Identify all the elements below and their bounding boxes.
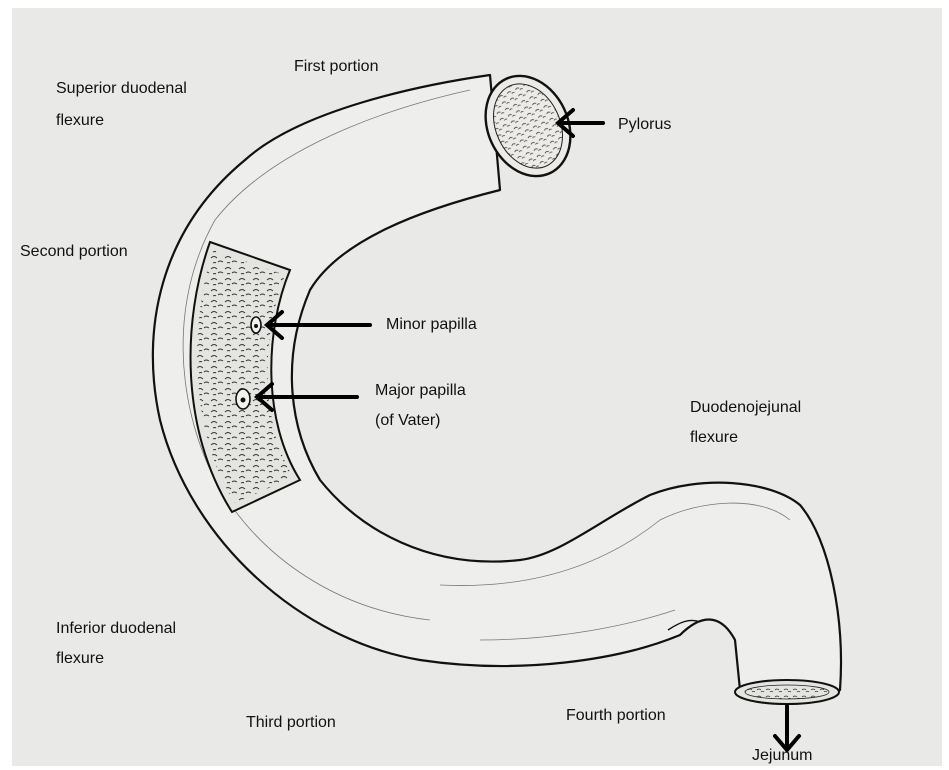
label-fourth-portion: Fourth portion xyxy=(566,705,666,727)
label-major-papilla-line2: (of Vater) xyxy=(375,410,441,432)
label-duodenojejunal-line2: flexure xyxy=(690,427,738,449)
label-inferior-flexure-line1: Inferior duodenal xyxy=(56,618,176,640)
label-inferior-flexure-line2: flexure xyxy=(56,648,104,670)
label-second-portion: Second portion xyxy=(20,241,128,263)
label-duodenojejunal-line1: Duodenojejunal xyxy=(690,397,801,419)
minor-papilla-center xyxy=(254,324,258,328)
major-papilla-center xyxy=(241,398,246,403)
label-superior-flexure-line1: Superior duodenal xyxy=(56,78,187,100)
label-pylorus: Pylorus xyxy=(618,114,671,136)
label-jejunum: Jejunum xyxy=(752,745,812,767)
label-first-portion: First portion xyxy=(294,56,378,78)
jejunum-arrow xyxy=(775,706,799,750)
label-superior-flexure-line2: flexure xyxy=(56,110,104,132)
label-minor-papilla: Minor papilla xyxy=(386,314,477,336)
jejunum-lumen xyxy=(745,685,829,699)
label-major-papilla-line1: Major papilla xyxy=(375,380,466,402)
label-third-portion: Third portion xyxy=(246,712,336,734)
